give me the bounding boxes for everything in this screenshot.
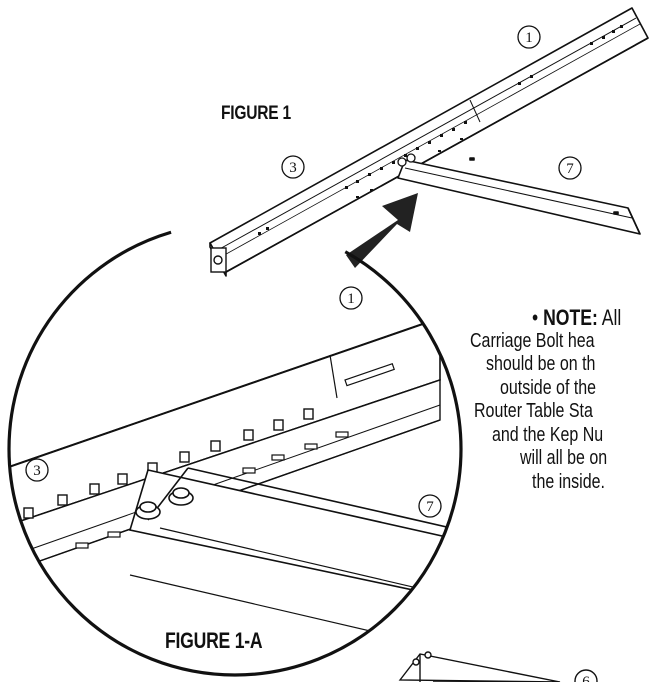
note-line-2: should be on th — [486, 353, 596, 375]
svg-text:3: 3 — [33, 463, 41, 479]
cross-rail — [397, 157, 641, 235]
callout-1-fig1: 1 — [517, 25, 541, 49]
long-angle-rail — [209, 7, 649, 277]
note-line-6: will all be on — [520, 447, 608, 469]
detail-circle — [7, 221, 463, 677]
direction-arrow — [346, 193, 418, 268]
svg-text:7: 7 — [426, 499, 434, 515]
note-line-4: Router Table Sta — [474, 400, 593, 422]
svg-text:7: 7 — [566, 161, 574, 177]
svg-text:3: 3 — [289, 160, 297, 176]
callout-6-bottom: 6 — [582, 674, 590, 682]
note-line-7: the inside. — [532, 470, 605, 493]
assembly-note: • NOTE: All Carriage Bolt hea should be … — [470, 306, 659, 494]
callout-3-fig1: 3 — [281, 155, 305, 179]
callout-3-fig1a: 3 — [25, 458, 49, 482]
note-line-0: All — [601, 306, 622, 330]
callout-7-fig1: 7 — [558, 156, 582, 180]
figure-1a-title: FIGURE 1-A — [165, 628, 263, 653]
note-label: NOTE: — [543, 306, 598, 330]
bottom-assembly-partial — [398, 651, 598, 682]
kep-nut — [135, 487, 194, 520]
rail-holes — [258, 25, 623, 235]
fig1-nuts — [397, 153, 416, 167]
callout-1-fig1a: 1 — [339, 286, 363, 310]
note-bullet: • — [532, 306, 539, 330]
note-line-5: and the Kep Nu — [492, 423, 604, 446]
svg-text:1: 1 — [347, 291, 355, 307]
note-line-3: outside of the — [500, 376, 597, 399]
rail-end-hole — [210, 247, 227, 273]
note-line-1: Carriage Bolt hea — [470, 329, 595, 352]
note-heading: • NOTE: All — [532, 306, 634, 330]
callout-7-fig1a: 7 — [418, 494, 442, 518]
detail-content — [9, 316, 461, 646]
svg-text:1: 1 — [525, 30, 533, 46]
figure-1-title: FIGURE 1 — [221, 103, 291, 124]
